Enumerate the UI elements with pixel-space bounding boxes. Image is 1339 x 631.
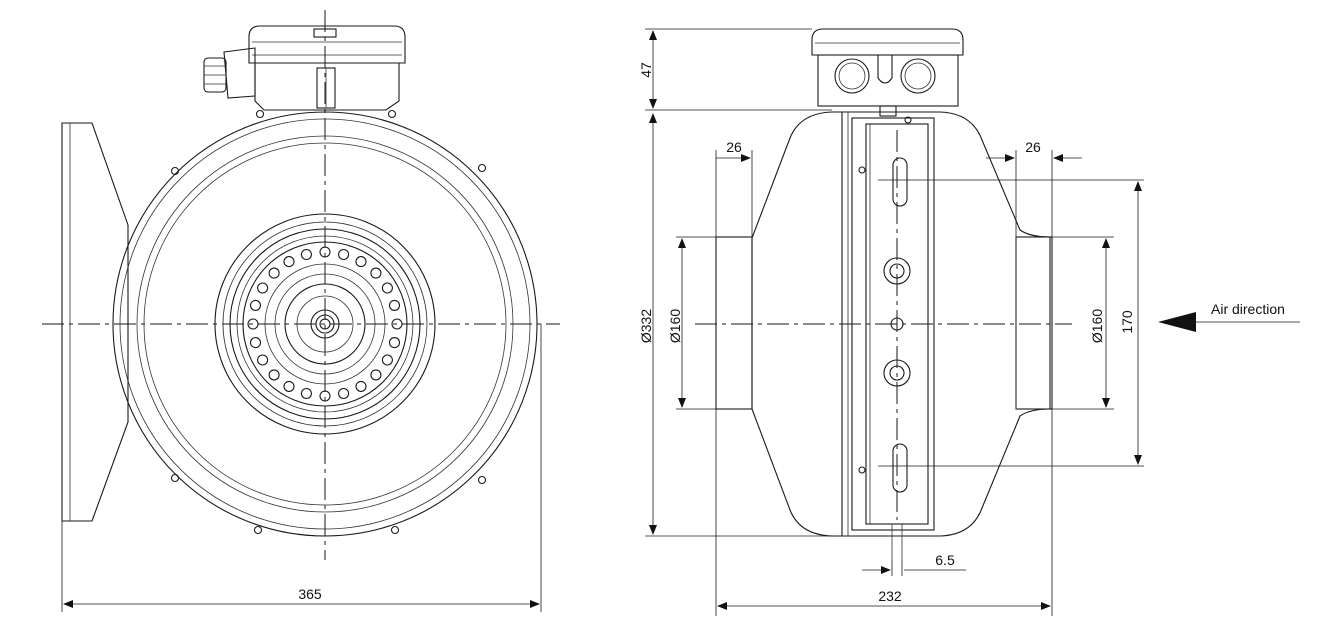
dim-box-height-label: 47 [638,62,654,78]
impeller-screw [355,380,367,392]
side-terminal-box [811,28,964,124]
dim-inlet-diameter-label: Ø160 [667,309,683,343]
impeller-screw [257,282,269,294]
impeller-screw-ring [247,246,403,402]
impeller-screw [249,299,262,311]
impeller-screw [268,267,280,279]
dim-slot-width-label: 6.5 [935,552,955,568]
dimension-bracket-height: 170 [878,179,1144,467]
dim-length-label: 232 [878,588,902,604]
impeller-screw [388,337,401,349]
cable-gland [203,47,256,99]
inlet-spigot [715,236,753,410]
dim-body-diameter-label: Ø332 [638,309,654,343]
side-view: 47 Ø332 Ø160 26 26 [638,28,1300,616]
dimension-inlet-diameter: Ø160 [667,236,716,410]
outlet-spigot [1015,236,1053,410]
housing-bolts [170,109,487,535]
dim-outlet-diameter-label: Ø160 [1089,309,1105,343]
dim-bracket-height-label: 170 [1119,310,1135,334]
impeller-screw [381,354,393,366]
air-direction-arrow [1158,312,1196,332]
impeller-screw [300,248,312,261]
dim-total-width-label: 365 [298,586,322,602]
impeller-screw [338,248,350,261]
impeller-screw [370,267,382,279]
impeller-screw [300,387,312,400]
impeller-screw [370,369,382,381]
mounting-bracket [841,112,935,560]
dimension-slot-width: 6.5 [862,552,966,576]
dimension-box-height: 47 [638,28,832,111]
impeller-screw [355,256,367,268]
impeller-screw [257,354,269,366]
impeller-screw [283,256,295,268]
impeller-screw [249,337,262,349]
dim-outlet-spigot-label: 26 [1025,139,1041,155]
dim-inlet-spigot-label: 26 [726,139,742,155]
dimension-outlet-spigot: 26 [986,139,1082,616]
dimension-body-diameter: Ø332 [638,113,832,537]
impeller-screw [338,387,350,400]
impeller-screw [283,380,295,392]
impeller-screw [268,369,280,381]
impeller-screw [381,282,393,294]
air-direction-label: Air direction [1211,301,1285,317]
front-view: 365 [42,10,560,612]
dimension-total-width: 365 [61,324,542,612]
dimension-length: 232 [717,588,1051,610]
mounting-flange [61,122,129,522]
impeller-screw [388,299,401,311]
dimension-inlet-spigot: 26 [715,139,753,616]
dimension-outlet-diameter: Ø160 [1052,236,1114,410]
air-direction-indicator: Air direction [1158,301,1300,332]
terminal-box [203,25,406,111]
